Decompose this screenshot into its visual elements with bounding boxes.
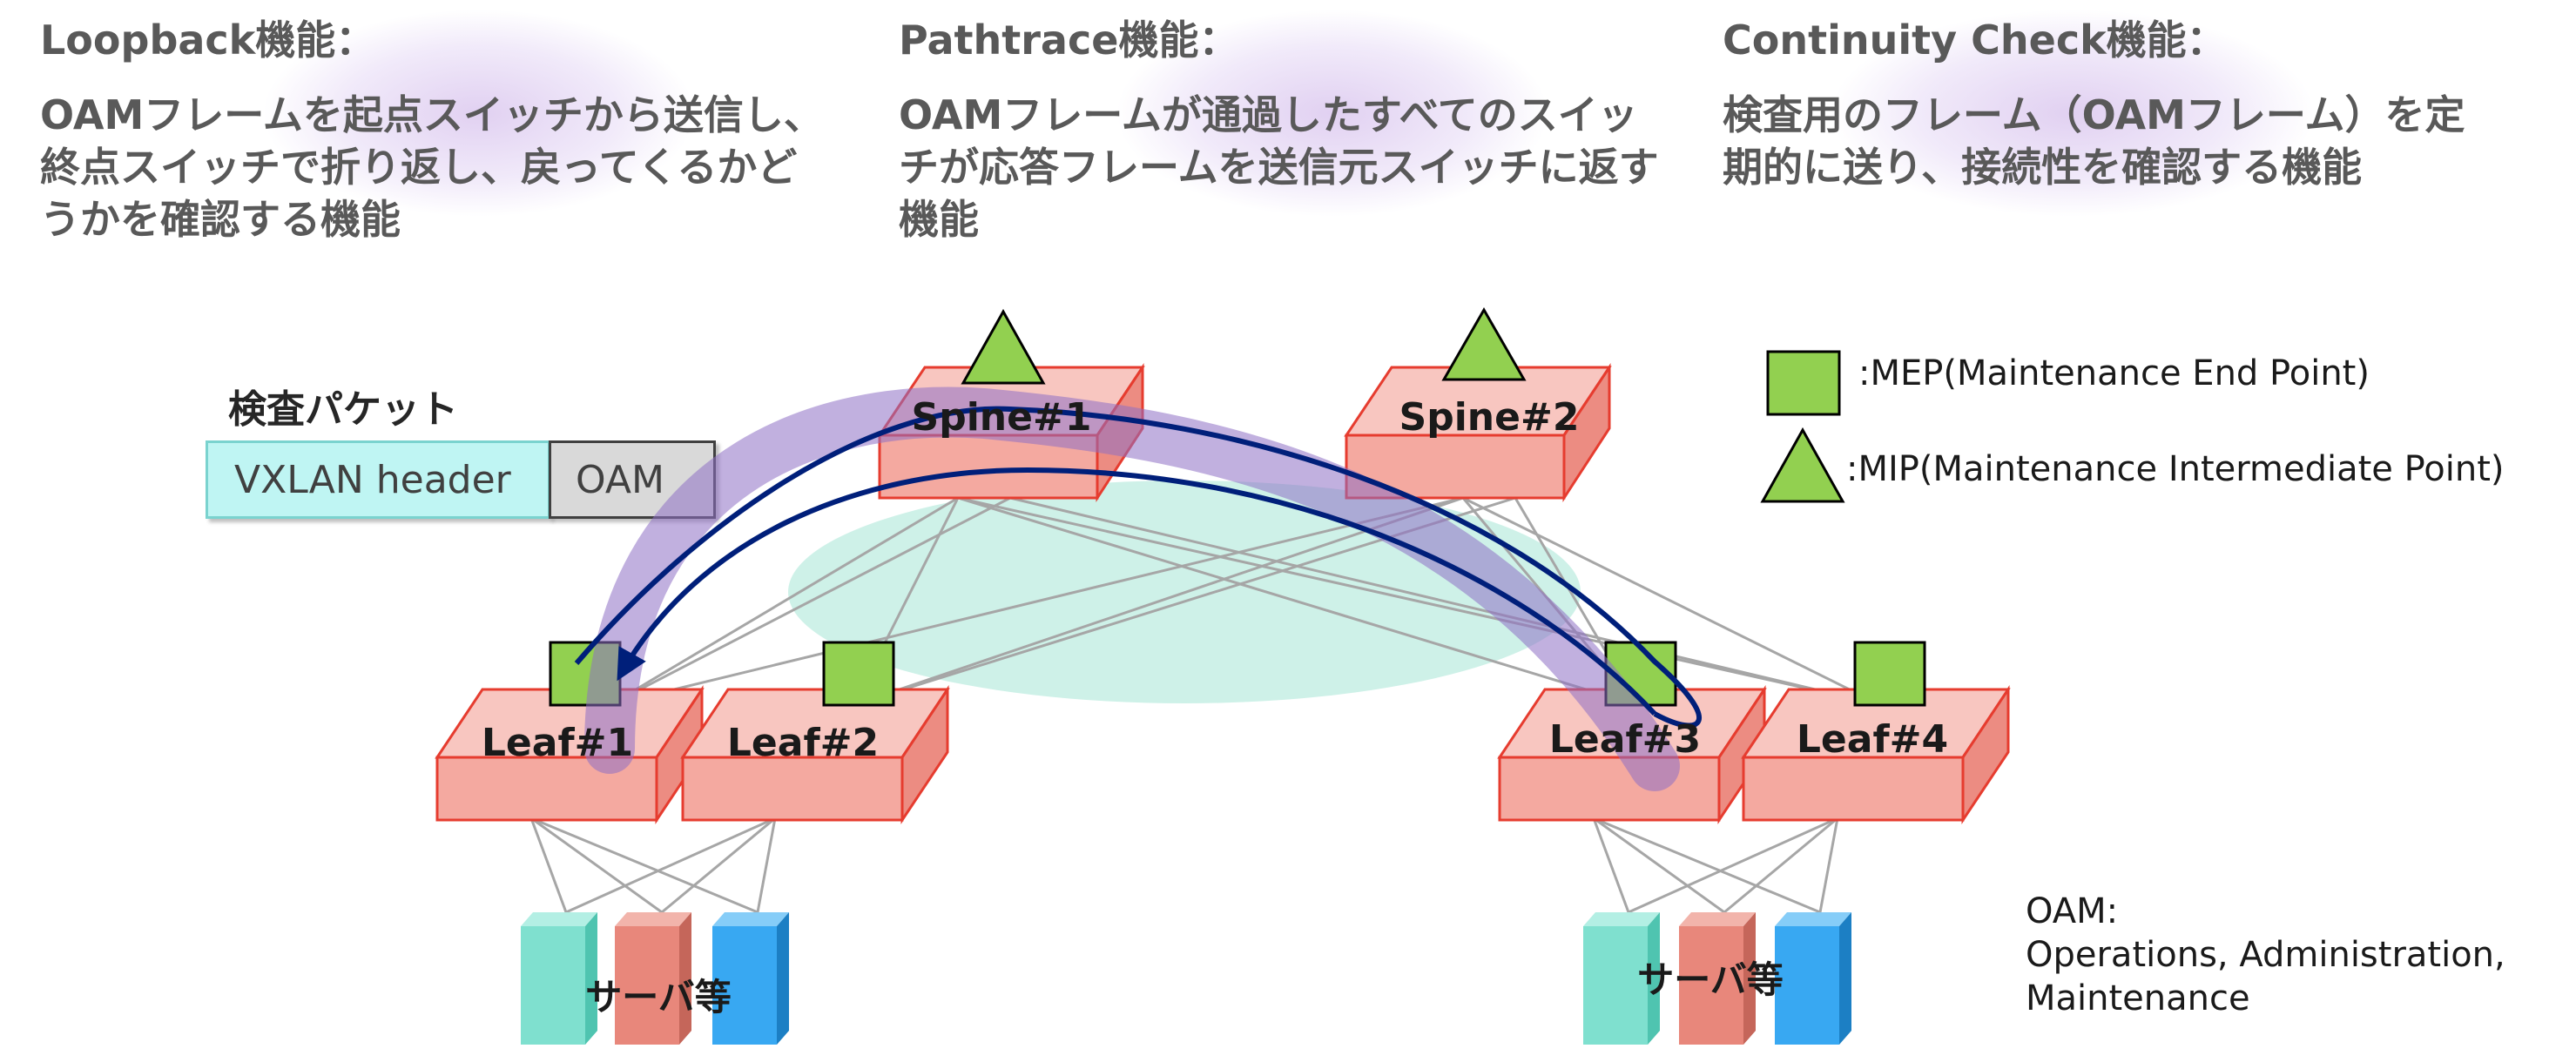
oam-label: OAM (576, 457, 664, 502)
oam-path-band (584, 386, 1680, 791)
leaf1-label: Leaf#1 (482, 721, 633, 765)
continuity-check-description: 検査用のフレーム（OAMフレーム）を定期的に送り、接続性を確認する機能 (1723, 91, 2465, 191)
title-highlight-3 (1829, 9, 2316, 218)
spine2-mip-icon (1441, 306, 1527, 381)
pathtrace-title: Pathtrace機能： (899, 17, 1239, 64)
continuity-check-title: Continuity Check機能： (1723, 17, 2227, 64)
server-group-right (1583, 912, 1851, 1045)
loopback-title: Loopback機能： (40, 17, 376, 64)
leaf2-label: Leaf#2 (727, 721, 879, 765)
leaf4-label: Leaf#4 (1797, 717, 1948, 762)
spine1-label: Spine#1 (912, 395, 1092, 440)
vxlan-header-box: VXLAN header (206, 440, 550, 519)
loopback-description: OAMフレームを起点スイッチから送信し、終点スイッチで折り返し、戻ってくるかどう… (40, 91, 824, 243)
leaf4-switch (1741, 685, 2011, 824)
packet-title: 検査パケット (228, 387, 458, 432)
leaf-server-links (529, 817, 1839, 914)
title-highlight-1 (261, 9, 697, 218)
server-label-left: サーバ等 (585, 976, 732, 1018)
loopback-arrow-return (617, 467, 1657, 716)
server-label-right: サーバ等 (1637, 958, 1784, 1001)
legend-mip-label: :MIP(Maintenance Intermediate Point) (1846, 449, 2505, 489)
oam-note-line1: OAM: (2026, 891, 2118, 931)
title-highlight-2 (1115, 9, 1550, 218)
leaf2-mep-icon (822, 641, 895, 707)
leaf4-mep-icon (1853, 641, 1926, 707)
spine2-switch (1344, 363, 1612, 503)
server-group-left (521, 912, 789, 1045)
legend-mip-icon (1760, 427, 1845, 503)
spine2-label: Spine#2 (1399, 395, 1580, 440)
spine1-mip-icon (961, 308, 1046, 385)
vxlan-header-label: VXLAN header (234, 457, 511, 502)
oam-note-line2: Operations, Administration, (2026, 935, 2505, 975)
legend-mep-label: :MEP(Maintenance End Point) (1858, 353, 2370, 393)
pathtrace-description: OAMフレームが通過したすべてのスイッチが応答フレームを送信元スイッチに返す機能 (899, 91, 1659, 243)
oam-note-line3: Maintenance (2026, 978, 2250, 1018)
legend-mep-icon (1766, 350, 1841, 416)
loopback-arrow-outbound (574, 406, 1703, 729)
leaf3-label: Leaf#3 (1549, 717, 1701, 762)
